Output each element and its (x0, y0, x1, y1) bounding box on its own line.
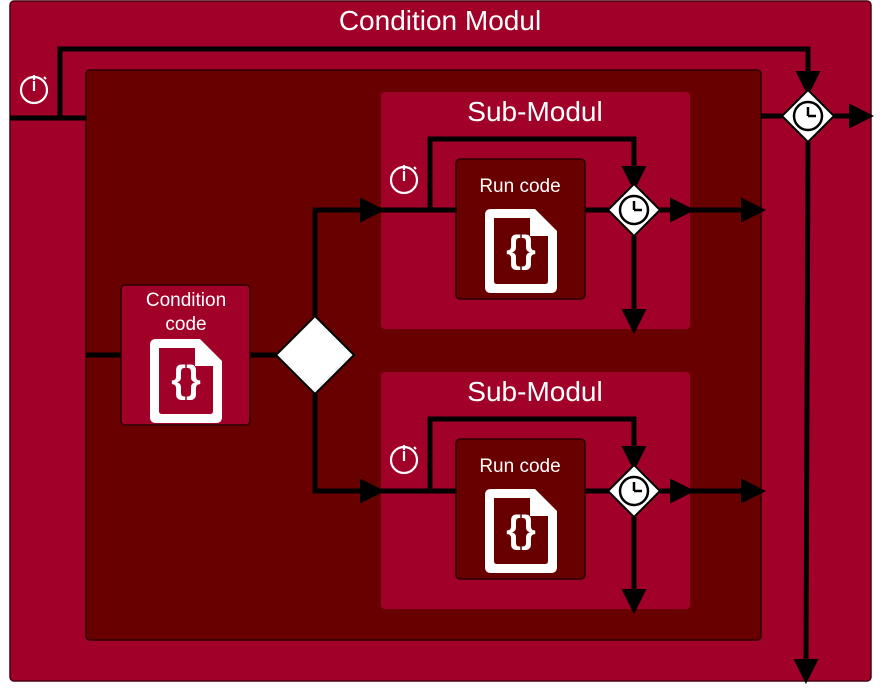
run-code-label-1: Run code (479, 176, 560, 197)
code-file-icon (485, 489, 557, 573)
sub-module-2-title: Sub-Modul (467, 376, 602, 407)
condition-code-label-line2: code (165, 314, 206, 335)
sub-module-1-title: Sub-Modul (467, 96, 602, 127)
condition-code-box[interactable]: Condition code (120, 284, 251, 426)
run-code-box-2[interactable]: Run code (455, 438, 586, 580)
diamond-gateway-icon (274, 314, 356, 396)
outer-bypass-line (57, 46, 821, 118)
branch-to-sub-module-2 (312, 394, 385, 504)
condition-module-title: Condition Modul (339, 5, 541, 36)
outer-gateway-down-arrow (793, 141, 819, 684)
code-file-icon (485, 209, 557, 293)
sub2-bypass-line (427, 416, 647, 491)
sub1-bypass-line (427, 136, 647, 210)
run-code-label-2: Run code (479, 456, 560, 477)
condition-code-label-line1: Condition (146, 290, 226, 311)
code-file-icon (150, 339, 222, 423)
branch-to-sub-module-1 (312, 197, 385, 316)
run-code-box-1[interactable]: Run code (455, 158, 586, 300)
